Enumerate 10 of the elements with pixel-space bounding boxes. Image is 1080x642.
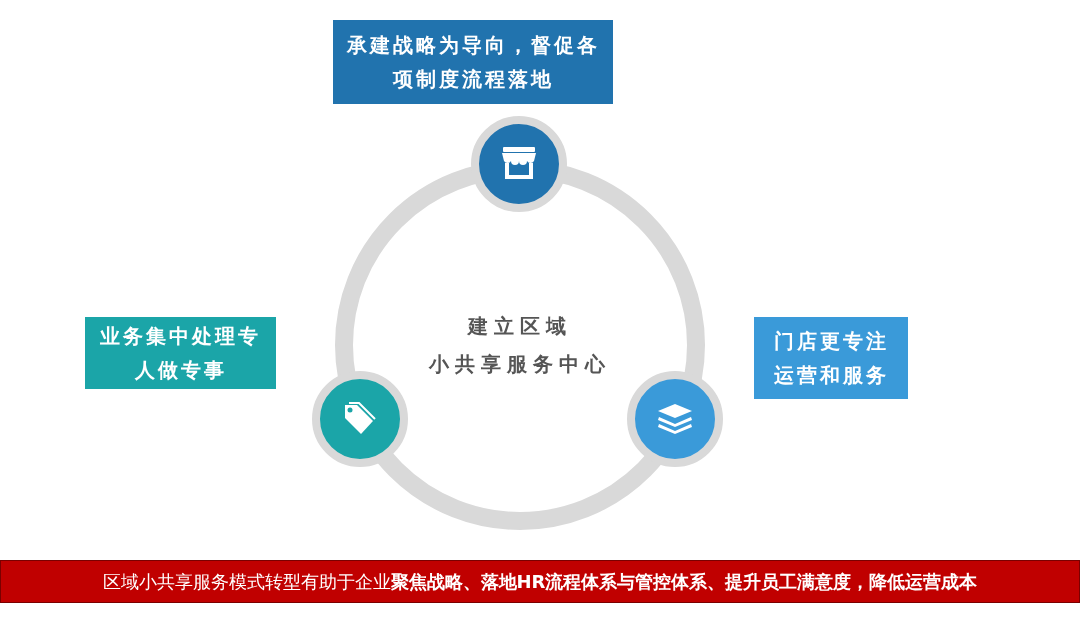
box-text: 门店更专注运营和服务 xyxy=(772,328,890,389)
center-text: 建立区域 xyxy=(468,313,572,340)
text-box xyxy=(754,317,908,399)
text-box xyxy=(85,317,276,389)
box-text: 承建战略为导向，督促各项制度流程落地 xyxy=(345,32,601,93)
box-text: 业务集中处理专人做专事 xyxy=(99,323,262,384)
center-text: 小共享服务中心 xyxy=(429,351,611,378)
text-box xyxy=(333,20,613,104)
banner-text: 区域小共享服务模式转型有助于企业聚焦战略、落地HR流程体系与管控体系、提升员工满意度，降低运营成本 xyxy=(102,569,978,594)
banner xyxy=(0,560,1080,603)
